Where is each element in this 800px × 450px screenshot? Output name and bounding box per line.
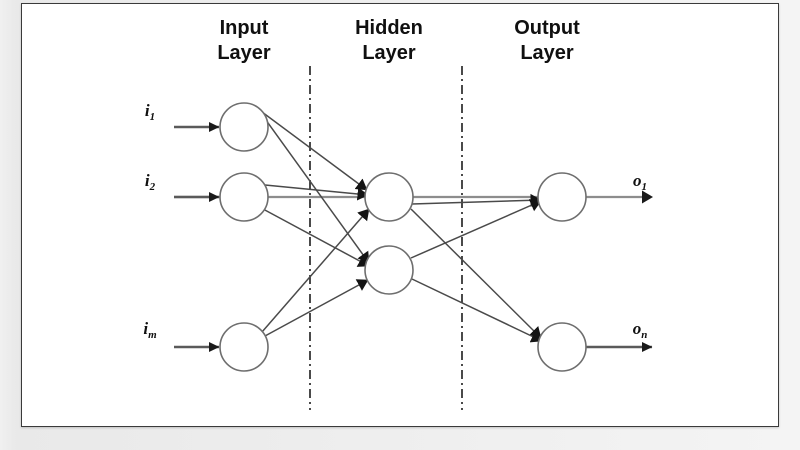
connection-h1-o1 [411,193,542,207]
input-label-i1-subscript: 1 [150,111,156,123]
input-node-i1 [219,102,269,152]
input-arrows [174,122,220,352]
output-label-o1-symbol: o [633,171,642,190]
layer-label-hidden-line1: Hidden [355,17,423,39]
connections-input-to-hidden [261,111,370,337]
hidden-node-h1 [364,172,414,222]
input-layer-nodes [219,102,269,372]
connection-i1-h1 [261,111,368,191]
connection-h2-on [411,278,543,343]
input-label-i2-symbol: i [145,171,150,190]
input-label-i2-subscript: 2 [149,181,156,193]
output-label-on-subscript: n [641,329,647,341]
hidden-node-h2 [364,245,414,295]
layer-label-input-line1: Input [220,17,269,39]
connection-i2-h1 [264,184,369,201]
input-label-im-subscript: m [148,329,157,341]
input-label-i1-symbol: i [145,101,150,120]
output-node-on [537,322,587,372]
hidden-layer-nodes [364,172,414,295]
layer-label-output-line2: Layer [520,42,574,64]
layer-label-input-line2: Layer [217,42,271,64]
figure-card: Input Layer Hidden Layer Output Layer [21,3,779,427]
connection-im-h2 [264,279,369,337]
input-node-im [219,322,269,372]
layer-headings: Input Layer Hidden Layer Output Layer [217,17,580,64]
output-arrow-o1-head [642,190,653,204]
input-label-im: im [143,319,157,341]
output-label-o1: o1 [633,171,647,193]
io-labels: i1 i2 im o1 on [143,101,647,341]
output-layer-nodes [537,172,587,372]
connection-h2-o1 [410,199,542,259]
connections-hidden-to-output [410,193,543,343]
input-label-i1: i1 [145,101,155,123]
output-node-o1 [537,172,587,222]
output-label-o1-subscript: 1 [642,181,648,193]
connection-i2-h2 [262,208,370,267]
layer-dividers [309,66,463,410]
input-label-im-symbol: i [143,319,148,338]
output-label-on-symbol: o [633,319,642,338]
input-node-i2 [219,172,269,222]
connection-im-h1 [261,208,370,333]
connection-h1-on [410,208,542,339]
output-label-on: on [633,319,648,341]
neural-network-diagram: Input Layer Hidden Layer Output Layer [143,17,653,410]
input-label-i2: i2 [145,171,156,193]
layer-label-output-line1: Output [514,17,580,39]
layer-label-hidden-line2: Layer [362,42,416,64]
